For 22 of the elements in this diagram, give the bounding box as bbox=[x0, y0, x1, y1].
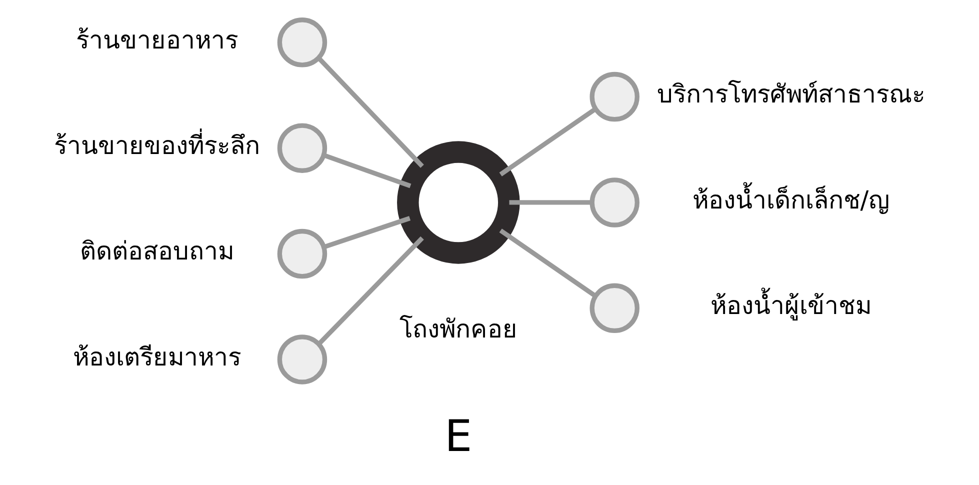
node-circle bbox=[397, 141, 520, 264]
node-label: โถงพักคอย bbox=[399, 314, 518, 344]
connector bbox=[499, 228, 597, 298]
node-circle bbox=[277, 334, 328, 384]
node-circle bbox=[590, 283, 640, 334]
node-label: ร้านขายอาหาร bbox=[76, 25, 238, 54]
label: E bbox=[444, 412, 472, 462]
node-circle bbox=[590, 178, 640, 228]
connector bbox=[323, 153, 412, 188]
connector bbox=[317, 236, 424, 346]
node-label: ติดต่อสอบถาม bbox=[80, 236, 234, 266]
connector bbox=[323, 216, 411, 250]
connector bbox=[509, 200, 592, 205]
connector bbox=[317, 56, 424, 168]
node-label: ร้านขายของที่ระลึก bbox=[54, 130, 260, 160]
node-circle bbox=[590, 72, 640, 122]
node-circle bbox=[277, 228, 328, 279]
node-circle bbox=[277, 123, 328, 173]
node-circle bbox=[277, 18, 328, 68]
node-label: ห้องเตรียมาหาร bbox=[72, 342, 241, 372]
connector bbox=[499, 107, 597, 176]
node-label: บริการโทรศัพท์สาธารณะ bbox=[657, 80, 926, 109]
